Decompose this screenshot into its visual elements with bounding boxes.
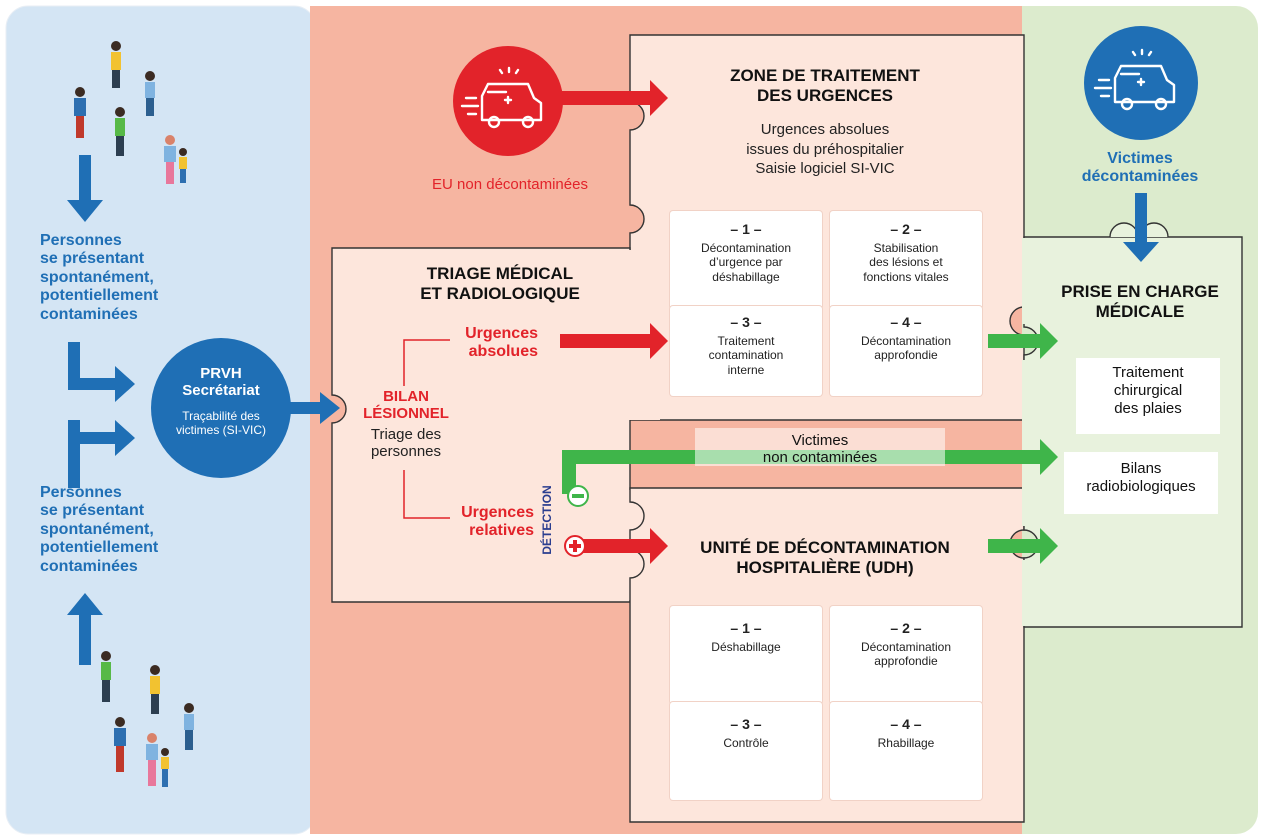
- prise-en-charge-title: PRISE EN CHARGE MÉDICALE: [1061, 282, 1219, 321]
- triage-box: [331, 247, 631, 603]
- left-text-bottom: Personnes se présentant spontanément, po…: [40, 484, 159, 575]
- traitement-card: Traitement chirurgical des plaies: [1076, 358, 1220, 434]
- udh-step-2: – 2 – Décontamination approfondie: [830, 606, 982, 704]
- zone-step-1: – 1 – Décontamination d’urgence par désh…: [670, 211, 822, 309]
- udh-step-1-text: Déshabillage: [711, 639, 781, 654]
- urgences-relatives-label: Urgences relatives: [461, 504, 534, 540]
- zone-step-2-num: – 2 –: [890, 221, 922, 237]
- udh-step-4-num: – 4 –: [890, 716, 922, 732]
- udh-step-3-num: – 3 –: [730, 716, 762, 732]
- triage-bracket: [403, 339, 450, 519]
- udh-step-1: – 1 – Déshabillage: [670, 606, 822, 704]
- ambulance-icon-eu: [460, 66, 543, 129]
- zone-step-2-text: Stabilisation des lésions et fonctions v…: [863, 240, 949, 284]
- bilans-card: Bilans radiobiologiques: [1064, 452, 1218, 514]
- people-bottom-icon: [101, 651, 194, 787]
- zone-step-4: – 4 – Décontamination approfondie: [830, 306, 982, 396]
- udh-step-1-num: – 1 –: [730, 620, 762, 636]
- zone-step-3: – 3 – Traitement contamination interne: [670, 306, 822, 396]
- zone-step-3-text: Traitement contamination interne: [708, 333, 784, 377]
- triage-title: TRIAGE MÉDICAL ET RADIOLOGIQUE: [420, 264, 580, 303]
- udh-step-4-text: Rhabillage: [877, 735, 935, 750]
- detection-label-wrap: DÉTECTION: [538, 478, 556, 564]
- prvh-subtitle: Traçabilité des victimes (SI-VIC): [176, 409, 266, 437]
- udh-step-3-text: Contrôle: [723, 735, 769, 750]
- zone-step-3-num: – 3 –: [730, 314, 762, 330]
- zone-urgences-desc: Urgences absolues issues du préhospitali…: [746, 121, 904, 177]
- non-contaminees-label: Victimes non contaminées: [762, 432, 878, 467]
- blue-arrows: [67, 155, 1159, 665]
- zone-step-2: – 2 – Stabilisation des lésions et fonct…: [830, 211, 982, 309]
- bilan-lesionnel-label: BILAN LÉSIONNEL: [363, 388, 449, 423]
- zone-step-1-text: Décontamination d’urgence par déshabilla…: [700, 240, 792, 284]
- zone-urgences-title: ZONE DE TRAITEMENT DES URGENCES: [730, 66, 920, 105]
- udh-step-2-num: – 2 –: [890, 620, 922, 636]
- udh-step-3: – 3 – Contrôle: [670, 702, 822, 800]
- ambulance-icon-right: [1093, 48, 1176, 111]
- zone-step-1-num: – 1 –: [730, 221, 762, 237]
- eu-label: EU non décontaminées: [432, 176, 588, 193]
- prvh-title: PRVH Secrétariat: [182, 365, 260, 400]
- udh-title: UNITÉ DE DÉCONTAMINATION HOSPITALIÈRE (U…: [700, 538, 950, 577]
- zone-step-4-text: Décontamination approfondie: [860, 333, 952, 363]
- people-top-icon: [74, 41, 187, 184]
- victimes-decontaminees-label: Victimes décontaminées: [1081, 150, 1199, 186]
- left-text-top: Personnes se présentant spontanément, po…: [40, 232, 159, 323]
- triage-personnes-label: Triage des personnes: [370, 426, 442, 461]
- detection-label: DÉTECTION: [540, 485, 554, 555]
- udh-step-2-text: Décontamination approfondie: [860, 639, 952, 669]
- udh-step-4: – 4 – Rhabillage: [830, 702, 982, 800]
- zone-step-4-num: – 4 –: [890, 314, 922, 330]
- urgences-absolues-label: Urgences absolues: [465, 325, 538, 361]
- red-arrows: [555, 80, 668, 564]
- prvh-circle: [151, 338, 291, 478]
